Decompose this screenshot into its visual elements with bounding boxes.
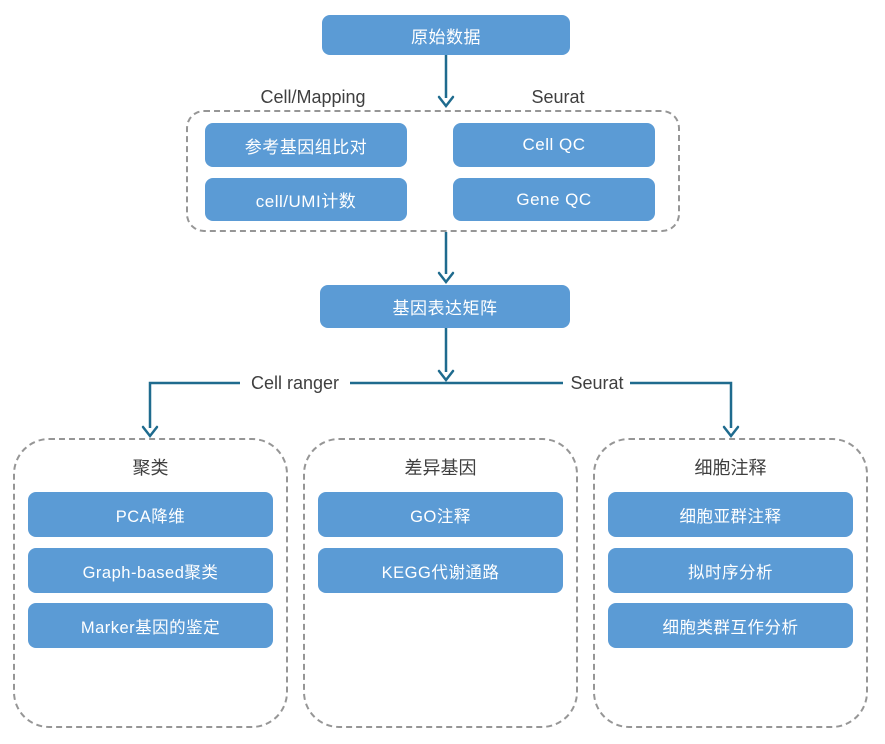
group-clustering-container: 聚类 PCA降维 Graph-based聚类 Marker基因的鉴定 bbox=[13, 438, 288, 728]
arrow-qc-to-matrix bbox=[437, 232, 455, 285]
node-pca-dimension-reduction: PCA降维 bbox=[28, 492, 273, 537]
node-gene-expression-matrix: 基因表达矩阵 bbox=[320, 285, 570, 328]
label-cell-mapping: Cell/Mapping bbox=[247, 86, 379, 108]
node-ref-genome-alignment: 参考基因组比对 bbox=[205, 123, 407, 167]
group-clustering-title: 聚类 bbox=[132, 458, 169, 478]
group-deg-container: 差异基因 GO注释 KEGG代谢通路 bbox=[303, 438, 578, 728]
node-gene-qc: Gene QC bbox=[453, 178, 655, 221]
node-pseudotime-analysis: 拟时序分析 bbox=[608, 548, 853, 593]
node-marker-gene-identification: Marker基因的鉴定 bbox=[28, 603, 273, 648]
branch-line-right bbox=[630, 381, 740, 439]
label-seurat-branch: Seurat bbox=[566, 372, 628, 394]
qc-group-container: 参考基因组比对 cell/UMI计数 Cell QC Gene QC bbox=[186, 110, 680, 232]
node-cell-qc: Cell QC bbox=[453, 123, 655, 167]
arrow-raw-to-qc bbox=[437, 55, 455, 109]
group-cell-annotation-title: 细胞注释 bbox=[694, 458, 767, 478]
node-kegg-pathway: KEGG代谢通路 bbox=[318, 548, 563, 593]
group-deg-title: 差异基因 bbox=[404, 458, 477, 478]
node-raw-data: 原始数据 bbox=[322, 15, 570, 55]
label-cell-ranger: Cell ranger bbox=[242, 372, 348, 394]
node-cell-interaction-analysis: 细胞类群互作分析 bbox=[608, 603, 853, 648]
node-graph-based-clustering: Graph-based聚类 bbox=[28, 548, 273, 593]
group-cell-annotation-container: 细胞注释 细胞亚群注释 拟时序分析 细胞类群互作分析 bbox=[593, 438, 868, 728]
label-seurat-top: Seurat bbox=[528, 86, 588, 108]
branch-line-left bbox=[141, 381, 240, 439]
node-go-annotation: GO注释 bbox=[318, 492, 563, 537]
node-cell-subtype-annotation: 细胞亚群注释 bbox=[608, 492, 853, 537]
arrow-matrix-to-branch bbox=[437, 328, 455, 383]
node-cell-umi-count: cell/UMI计数 bbox=[205, 178, 407, 221]
